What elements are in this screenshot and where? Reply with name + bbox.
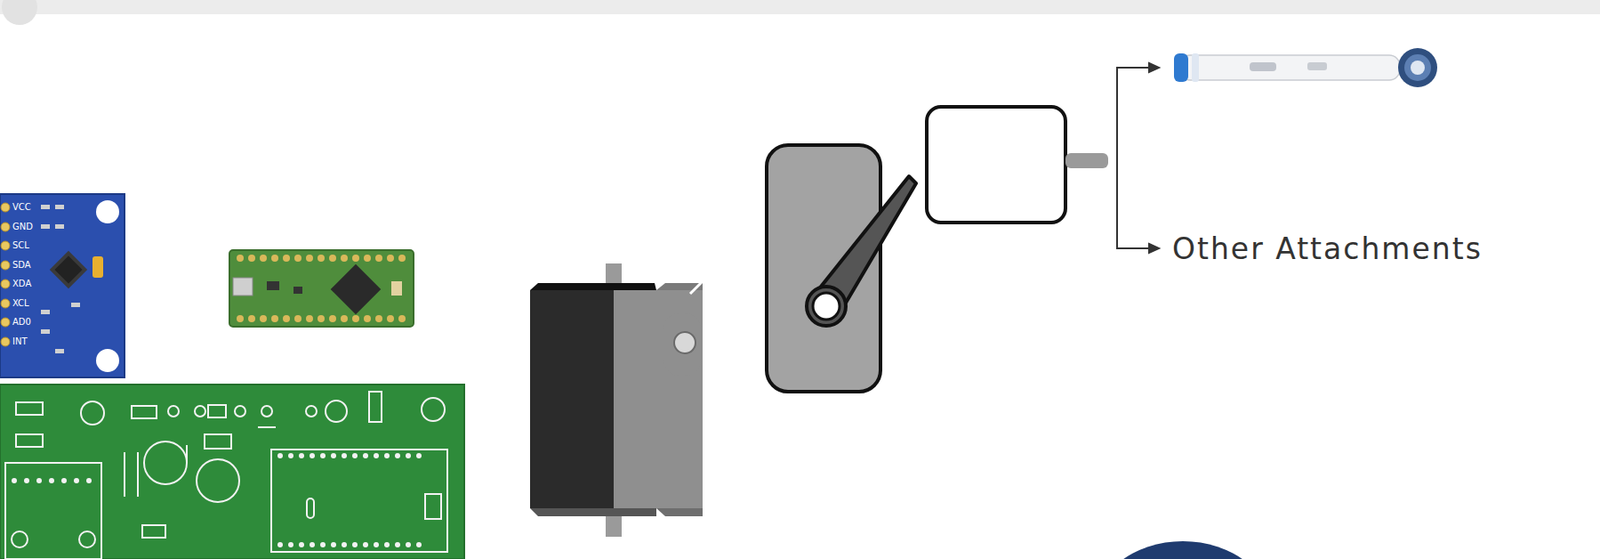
attachment-holder xyxy=(926,106,1109,223)
pin-label: XDA xyxy=(12,279,32,289)
pin-label: GND xyxy=(12,222,33,232)
servo-motor xyxy=(530,263,717,537)
corner-mark xyxy=(1,0,38,25)
toothbrush-head xyxy=(1173,48,1438,88)
microcontroller-board xyxy=(229,249,414,327)
circuit-board xyxy=(0,384,465,559)
branch-arrows xyxy=(1117,63,1159,253)
sensor-board xyxy=(0,193,125,378)
pin-label: AD0 xyxy=(12,317,32,327)
decorative-shape xyxy=(1092,540,1274,559)
attachment-label: Other Attachments xyxy=(1172,233,1483,264)
pin-label: INT xyxy=(12,337,28,346)
pin-label: XCL xyxy=(12,298,30,308)
pin-label: VCC xyxy=(12,202,32,212)
lever-housing xyxy=(766,144,917,392)
pin-label: SCL xyxy=(12,241,30,250)
top-band xyxy=(0,0,1600,15)
pin-label: SDA xyxy=(12,260,32,270)
